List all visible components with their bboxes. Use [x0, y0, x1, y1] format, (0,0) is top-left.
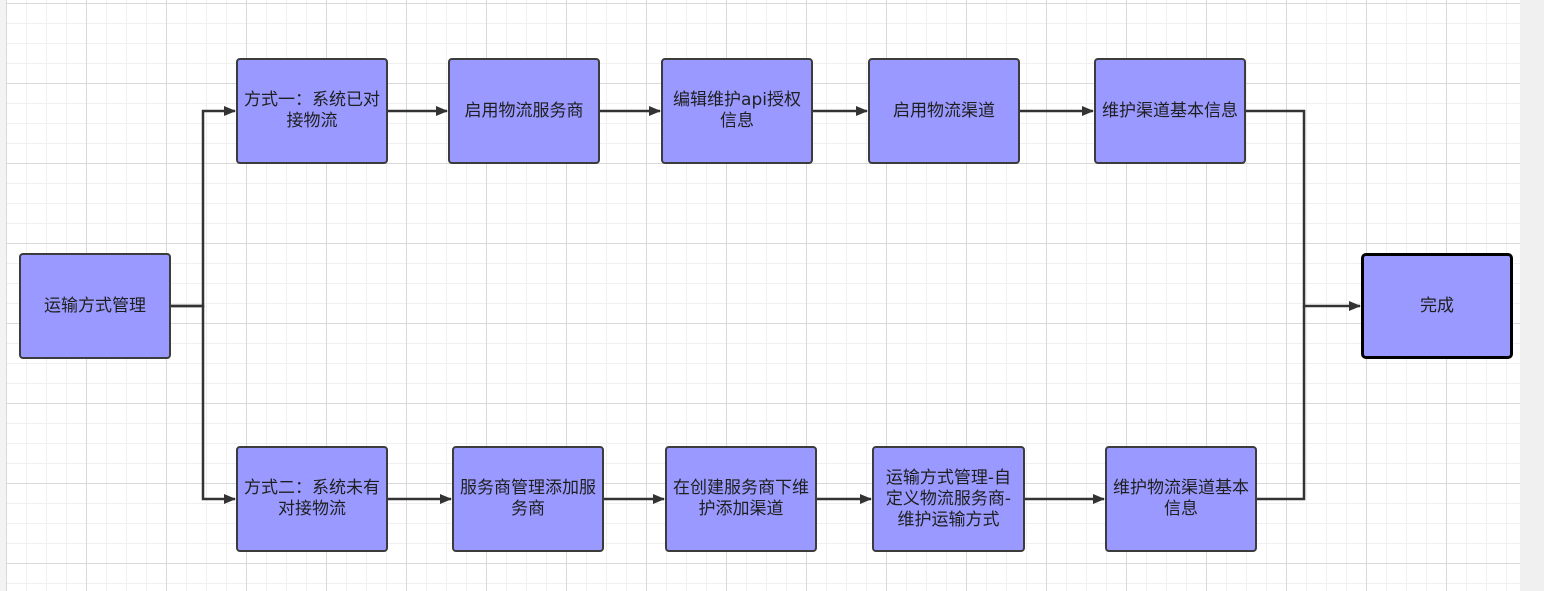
node-maintain-channel-info[interactable]: 维护渠道基本信息 [1094, 58, 1246, 164]
connector-bottom-to-end [1256, 306, 1306, 501]
connector-top-to-end [1245, 109, 1361, 311]
node-method-one[interactable]: 方式一：系统已对接物流 [236, 58, 388, 164]
canvas-left-edge [0, 0, 6, 591]
node-add-provider[interactable]: 服务商管理添加服务商 [452, 446, 604, 552]
node-complete[interactable]: 完成 [1361, 253, 1513, 359]
node-enable-logistics-channel[interactable]: 启用物流渠道 [868, 58, 1020, 164]
connector-start-to-bottom-branch [170, 304, 236, 504]
node-edit-api-auth[interactable]: 编辑维护api授权信息 [661, 58, 813, 164]
node-method-two[interactable]: 方式二：系统未有对接物流 [236, 446, 388, 552]
node-start[interactable]: 运输方式管理 [19, 253, 171, 359]
vertical-scrollbar[interactable] [1520, 0, 1544, 591]
node-custom-provider-shipping-method[interactable]: 运输方式管理-自定义物流服务商-维护运输方式 [872, 446, 1025, 552]
node-enable-logistics-provider[interactable]: 启用物流服务商 [448, 58, 600, 164]
connector-start-to-top-branch [170, 106, 236, 308]
node-maintain-logistics-channel-info[interactable]: 维护物流渠道基本信息 [1105, 446, 1257, 552]
node-add-channel-under-provider[interactable]: 在创建服务商下维护添加渠道 [665, 446, 817, 552]
